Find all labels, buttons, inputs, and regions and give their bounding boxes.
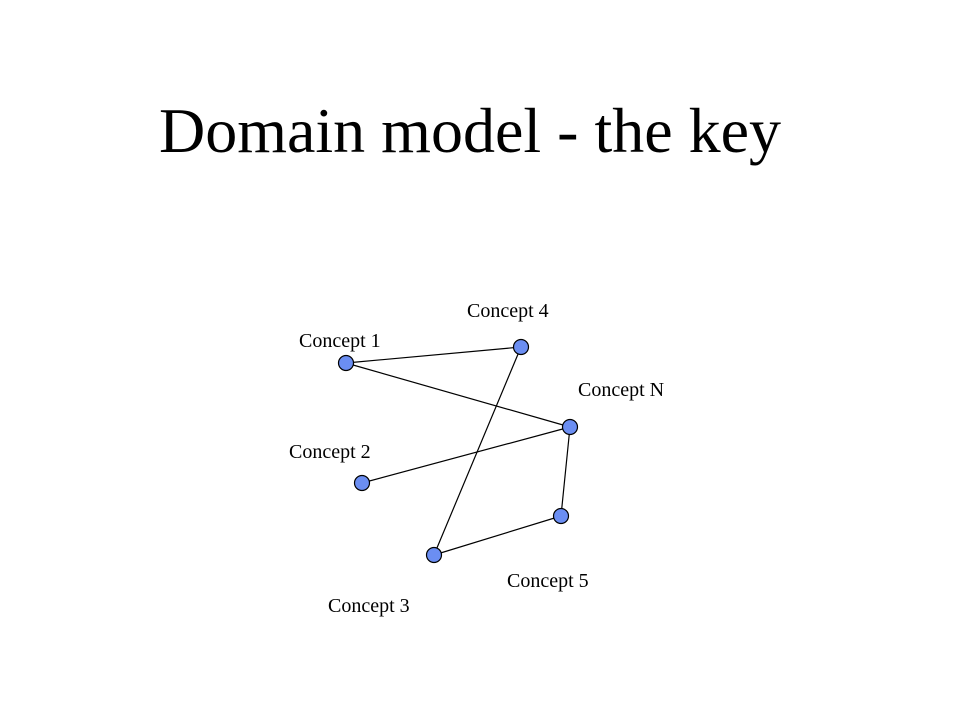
label-concept-4: Concept 4 <box>467 300 549 322</box>
edge-concept-1-concept-4 <box>345 346 522 364</box>
edge-concept-n-concept-5 <box>560 426 571 517</box>
node-concept-2 <box>353 474 371 492</box>
slide-title: Domain model - the key <box>158 95 782 166</box>
label-concept-1: Concept 1 <box>299 330 381 352</box>
edge-concept-4-concept-3 <box>433 346 522 556</box>
node-concept-3 <box>425 546 443 564</box>
node-concept-1 <box>337 354 355 372</box>
label-concept-5: Concept 5 <box>507 570 589 592</box>
edge-concept-5-concept-3 <box>433 515 562 556</box>
node-concept-5 <box>552 507 570 525</box>
label-concept-n: Concept N <box>578 379 664 401</box>
node-concept-4 <box>512 338 530 356</box>
edge-concept-1-concept-n <box>345 362 571 428</box>
edge-concept-2-concept-n <box>361 426 571 484</box>
label-concept-3: Concept 3 <box>328 595 410 617</box>
node-concept-n <box>561 418 579 436</box>
label-concept-2: Concept 2 <box>289 441 371 463</box>
